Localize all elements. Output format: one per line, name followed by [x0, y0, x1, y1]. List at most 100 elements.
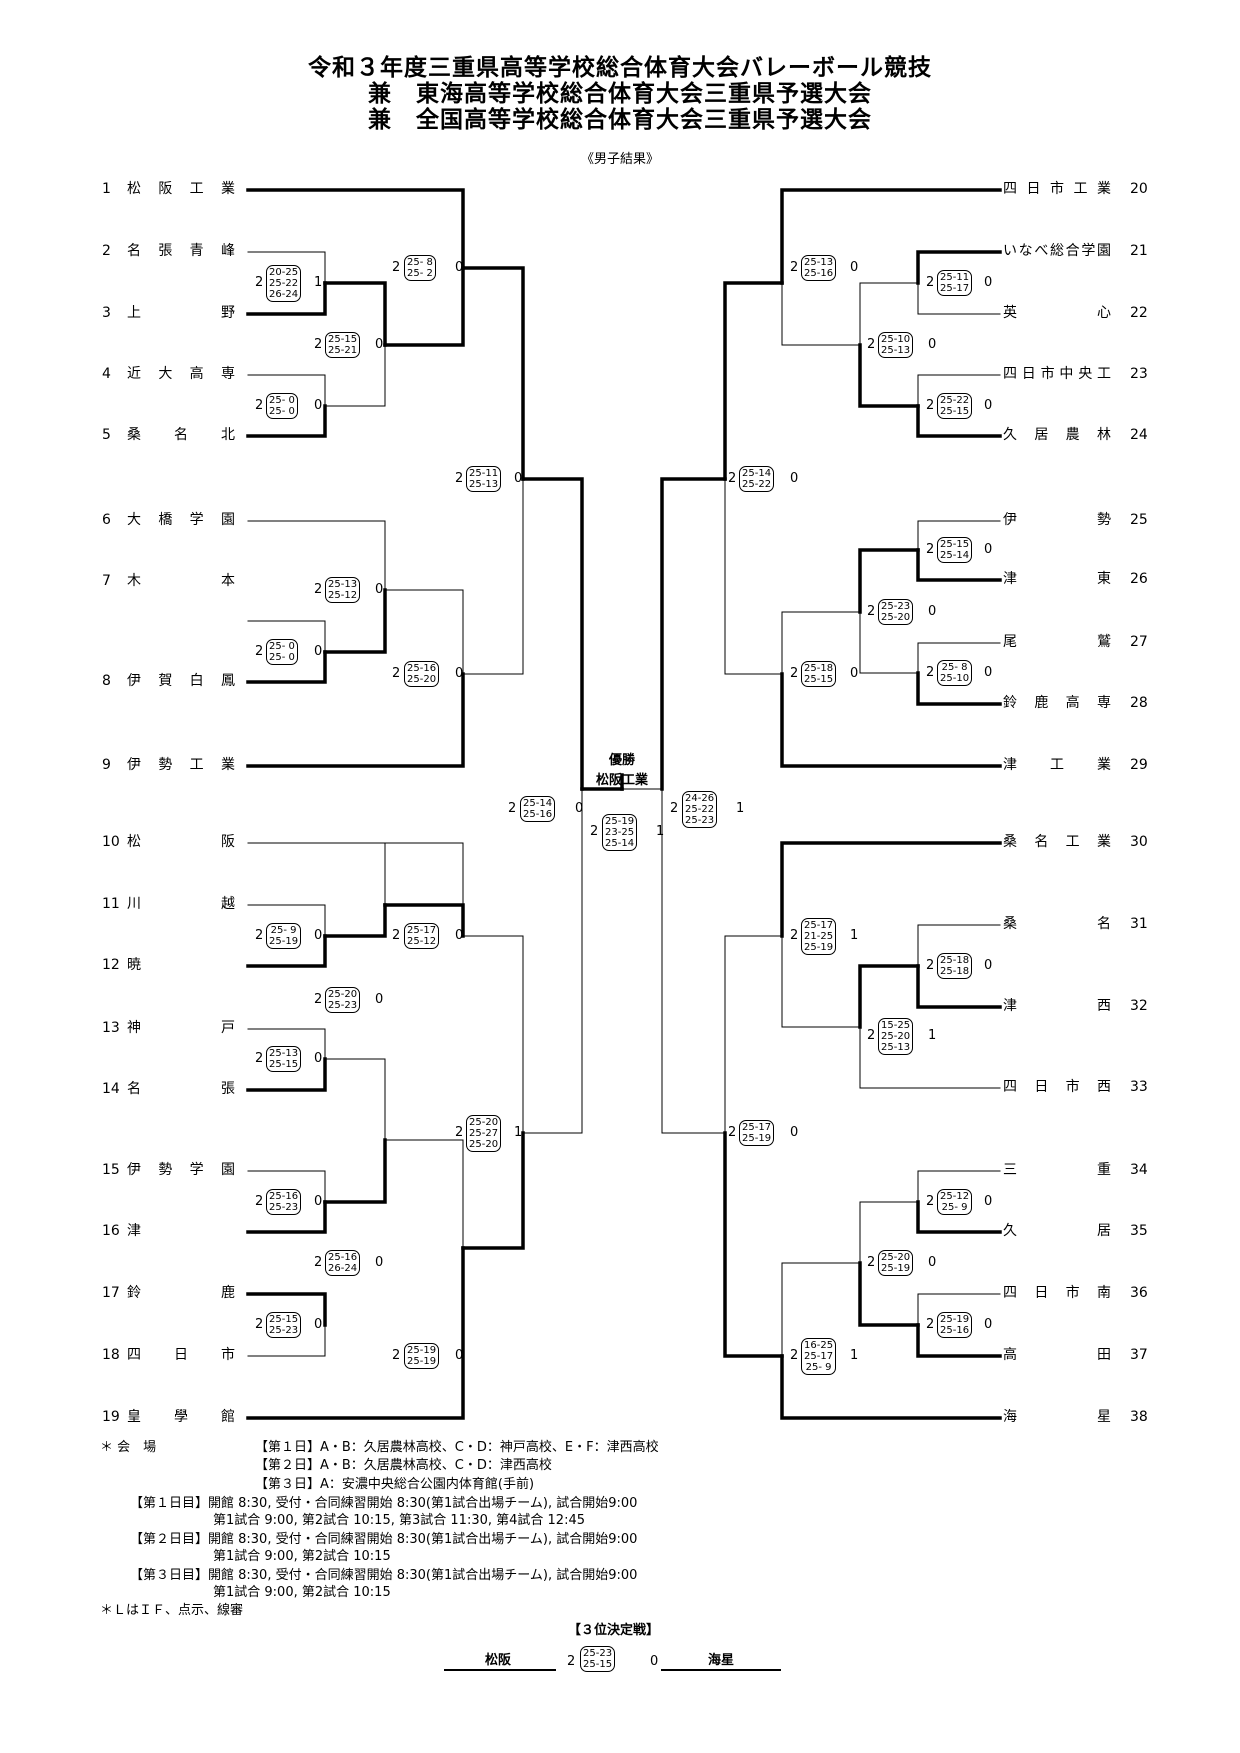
- third-place-set-1: 25-23: [583, 1648, 613, 1659]
- match-right-sets: 0: [314, 1194, 323, 1209]
- match-right-sets: 0: [455, 928, 464, 943]
- match-left-sets: 2: [790, 666, 799, 681]
- match-left-sets: 2: [314, 582, 323, 597]
- match-right-sets: 0: [790, 1125, 799, 1140]
- champion-team: 松阪工業: [595, 773, 648, 788]
- team-name: 近大高専: [127, 366, 235, 382]
- set-score: 25-23: [269, 1325, 299, 1336]
- match-left-sets: 2: [728, 471, 737, 486]
- set-score: 25-14: [940, 550, 970, 561]
- team-name: 四日市南: [1003, 1285, 1111, 1301]
- set-score: 25-19: [940, 1314, 970, 1325]
- team-number: 6: [102, 512, 111, 528]
- set-score: 25-15: [269, 1314, 299, 1325]
- team-number: 17: [102, 1285, 120, 1301]
- set-score: 25-10: [881, 334, 911, 345]
- team-number: 18: [102, 1347, 120, 1363]
- team-number: 26: [1130, 571, 1148, 587]
- set-score: 25-23: [881, 601, 911, 612]
- set-score: 25-19: [742, 1133, 772, 1144]
- match-left-sets: 2: [508, 801, 517, 816]
- set-score: 25-15: [804, 674, 834, 685]
- match-right-sets: 0: [928, 604, 937, 619]
- set-score: 23-25: [605, 826, 635, 838]
- set-score: 25-14: [523, 798, 553, 809]
- set-score: 25-19: [407, 1356, 437, 1367]
- set-score: 20-25: [269, 266, 299, 278]
- match-left-sets: 2: [255, 928, 264, 943]
- match-left-sets: 2: [926, 665, 935, 680]
- set-score: 25-14: [742, 468, 772, 479]
- team-name: 鈴鹿: [127, 1285, 235, 1301]
- team-name: 尾鷲: [1003, 634, 1111, 650]
- set-score: 25- 0: [269, 395, 295, 406]
- team-name: 伊賀白鳳: [127, 673, 235, 689]
- match-right-sets: 0: [375, 337, 384, 352]
- team-number: 9: [102, 757, 111, 773]
- set-score: 16-25: [804, 1339, 834, 1351]
- team-number: 31: [1130, 916, 1148, 932]
- match-right-sets: 0: [314, 644, 323, 659]
- team-number: 21: [1130, 243, 1148, 259]
- match-right-sets: 1: [514, 1125, 523, 1140]
- match-right-sets: 0: [984, 398, 993, 413]
- team-name: 上野: [127, 305, 235, 321]
- match-right-sets: 0: [790, 471, 799, 486]
- team-number: 30: [1130, 834, 1148, 850]
- team-name: 高田: [1003, 1347, 1111, 1363]
- team-name: 四日市: [127, 1347, 235, 1363]
- match-left-sets: 2: [790, 260, 799, 275]
- set-score: 25-19: [804, 941, 834, 953]
- match-right-sets: 0: [314, 928, 323, 943]
- match-right-sets: 0: [314, 1051, 323, 1066]
- team-number: 13: [102, 1020, 120, 1036]
- team-number: 27: [1130, 634, 1148, 650]
- match-left-sets: 2: [926, 1194, 935, 1209]
- set-score: 25-10: [940, 673, 970, 684]
- match-right-sets: 0: [375, 992, 384, 1007]
- schedule-day3-matches: 第1試合 9:00, 第2試合 10:15: [213, 1585, 391, 1600]
- set-score: 25-20: [469, 1138, 499, 1150]
- match-right-sets: 0: [984, 275, 993, 290]
- set-score: 25-22: [742, 479, 772, 490]
- set-score: 25-20: [881, 612, 911, 623]
- set-score: 25-19: [269, 936, 299, 947]
- team-number: 25: [1130, 512, 1148, 528]
- match-left-sets: 2: [255, 398, 264, 413]
- venue-label: ＊ 会 場: [100, 1440, 157, 1455]
- set-score: 25-17: [940, 283, 970, 294]
- match-left-sets: 2: [314, 992, 323, 1007]
- match-left-sets: 2: [790, 1348, 799, 1363]
- match-right-sets: 0: [850, 666, 859, 681]
- match-left-sets: 2: [255, 644, 264, 659]
- match-left-sets: 2: [455, 471, 464, 486]
- match-left-sets: 2: [314, 337, 323, 352]
- team-number: 19: [102, 1409, 120, 1425]
- match-right-sets: 1: [656, 824, 665, 839]
- match-left-sets: 2: [392, 260, 401, 275]
- match-right-sets: 0: [514, 471, 523, 486]
- team-number: 32: [1130, 998, 1148, 1014]
- match-left-sets: 2: [867, 604, 876, 619]
- team-name: 四日市西: [1003, 1079, 1111, 1095]
- team-name: 海星: [1003, 1409, 1111, 1425]
- team-number: 36: [1130, 1285, 1148, 1301]
- team-number: 23: [1130, 366, 1148, 382]
- match-left-sets: 2: [926, 398, 935, 413]
- set-score: 25-17: [742, 1122, 772, 1133]
- set-score: 25-20: [328, 989, 358, 1000]
- team-name: 津工業: [1003, 757, 1111, 773]
- team-number: 5: [102, 427, 111, 443]
- set-score: 25- 9: [270, 925, 297, 936]
